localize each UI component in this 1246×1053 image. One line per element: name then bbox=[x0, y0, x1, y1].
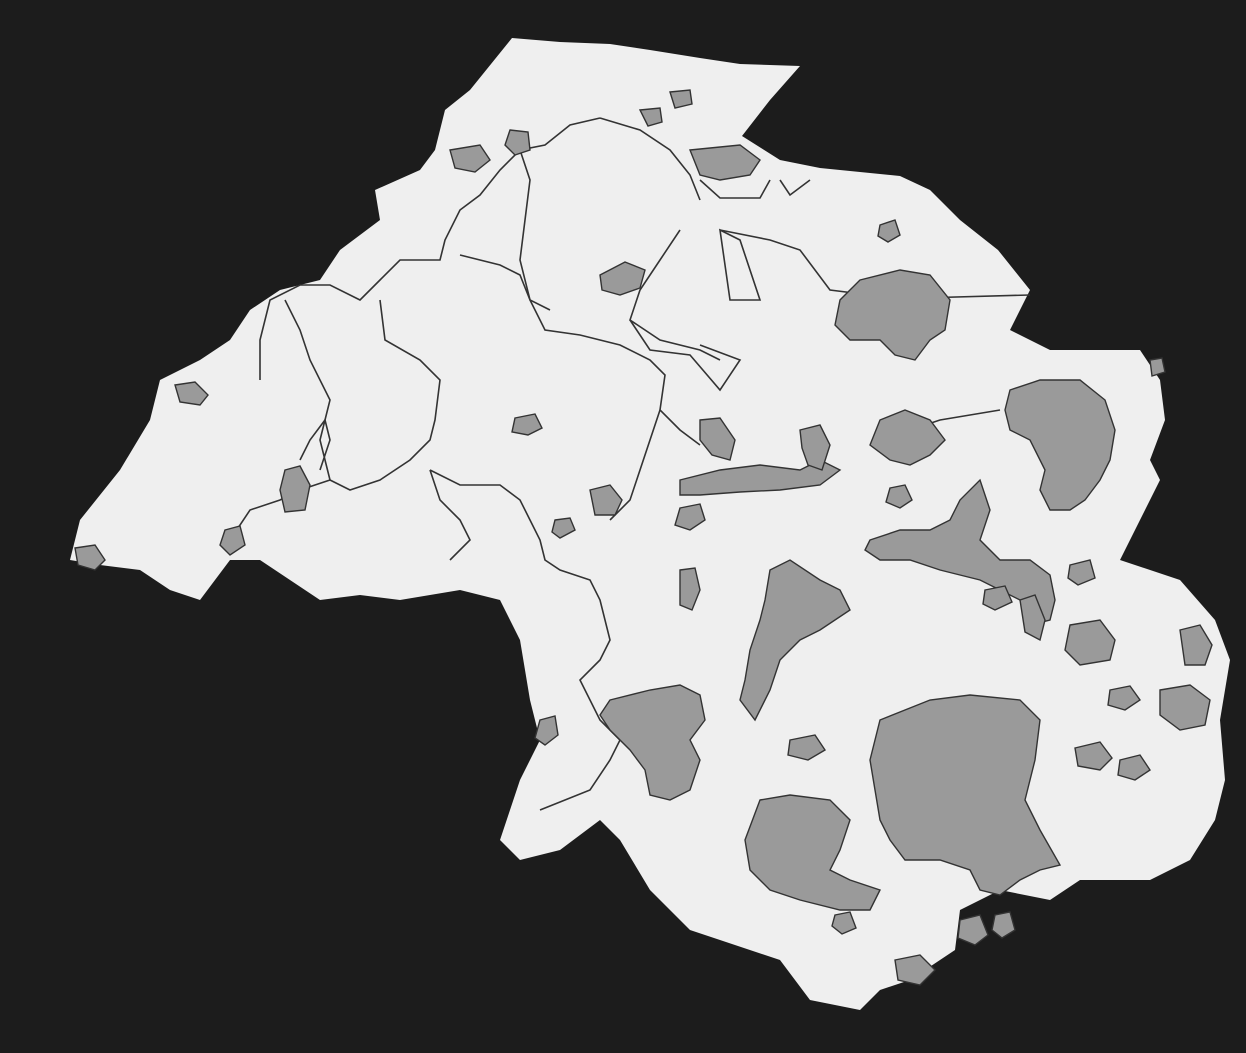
shaded-area-north bbox=[689, 144, 761, 181]
shaded-area-west-3 bbox=[279, 465, 311, 513]
shaded-area-se-small-4 bbox=[894, 954, 936, 986]
shaded-area-se-small-3 bbox=[957, 914, 989, 946]
shaded-area-mid-cluster bbox=[869, 409, 946, 466]
boundary-line bbox=[429, 469, 621, 811]
shaded-area-s-small-3 bbox=[534, 715, 559, 746]
shaded-area-east-small-3 bbox=[1179, 624, 1213, 666]
shaded-area-mid-east-3 bbox=[982, 585, 1013, 611]
shaded-area-central-4 bbox=[799, 424, 831, 471]
shaded-areas bbox=[74, 89, 1213, 986]
shaded-area-right-small bbox=[1149, 357, 1166, 377]
boundary-line bbox=[529, 299, 701, 446]
shaded-area-west-4 bbox=[219, 525, 246, 556]
shaded-area-ne-small bbox=[877, 219, 901, 243]
shaded-area-east-large bbox=[1004, 379, 1116, 511]
shaded-area-sw bbox=[599, 684, 706, 801]
shaded-area-mid-east-2 bbox=[1067, 559, 1096, 586]
shaded-area-central-1 bbox=[589, 484, 623, 516]
boundary-line bbox=[459, 254, 531, 301]
shaded-area-west-1 bbox=[174, 381, 209, 406]
shaded-area-north-small bbox=[449, 144, 491, 173]
boundary-line bbox=[429, 469, 471, 561]
boundary-line bbox=[609, 409, 661, 521]
boundary-line bbox=[599, 117, 701, 201]
shaded-area-west-2 bbox=[74, 544, 106, 571]
boundary-line bbox=[779, 179, 811, 197]
shaded-area-s-small-2 bbox=[787, 734, 826, 761]
boundary-line bbox=[718, 228, 762, 301]
shaded-area-top-2 bbox=[669, 89, 693, 109]
shaded-area-central-3 bbox=[674, 503, 706, 531]
shaded-area-north-small-2 bbox=[504, 129, 531, 156]
shaded-area-central-2 bbox=[511, 413, 543, 436]
shaded-area-central-e bbox=[864, 478, 1056, 626]
shaded-area-corridor bbox=[739, 559, 851, 722]
shaded-area-mid-east-1 bbox=[885, 484, 913, 509]
shaded-area-central-5 bbox=[699, 417, 736, 461]
shaded-area-se-small-2 bbox=[1117, 754, 1151, 781]
shaded-area-central-6 bbox=[679, 567, 701, 611]
shaded-area-ne-large bbox=[834, 269, 951, 361]
boundary-line bbox=[519, 149, 551, 311]
shaded-area-south-round bbox=[744, 794, 881, 911]
shaded-area-top-1 bbox=[638, 107, 663, 127]
boundary-line bbox=[629, 319, 742, 392]
shaded-area-nw-blob bbox=[599, 261, 646, 296]
boundary-line bbox=[284, 299, 331, 481]
boundary-line bbox=[329, 299, 441, 491]
shaded-area-se-small-1 bbox=[1074, 741, 1113, 771]
shaded-area-se-large bbox=[869, 694, 1062, 896]
shaded-area-east-small-2 bbox=[1159, 684, 1211, 731]
shaded-area-mid-band bbox=[679, 459, 842, 496]
shaded-area-se-small-5 bbox=[991, 911, 1016, 939]
shaded-area-s-small-1 bbox=[831, 911, 857, 935]
shaded-area-east-small-1 bbox=[1064, 619, 1116, 666]
shaded-area-east-mid bbox=[1019, 594, 1046, 642]
shaded-area-mid-left bbox=[551, 517, 576, 539]
boundary-line bbox=[699, 179, 771, 199]
shaded-area-east-small-4 bbox=[1107, 685, 1141, 711]
boundary-line bbox=[299, 418, 331, 471]
